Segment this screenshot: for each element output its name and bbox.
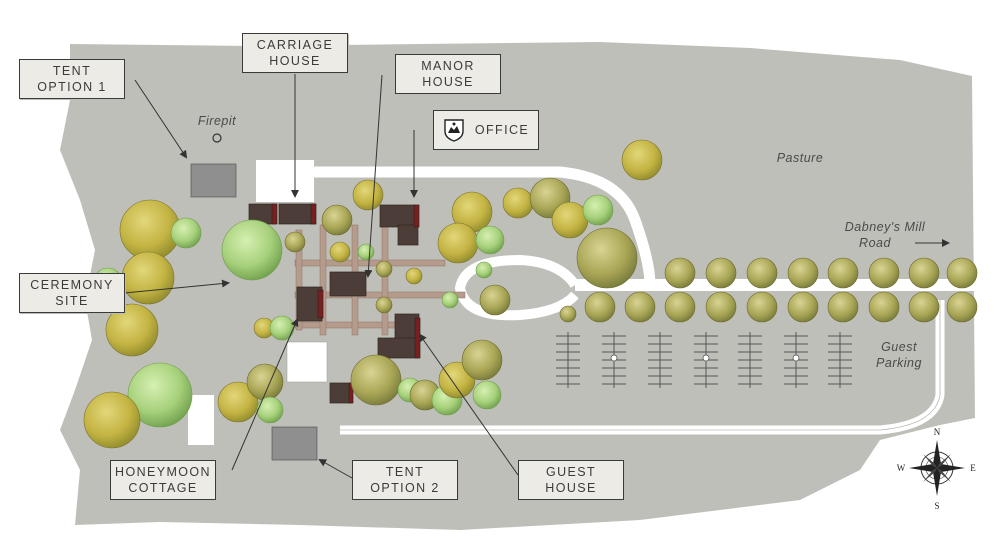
callout-tent-option-2: TENT OPTION 2 xyxy=(352,460,458,500)
label-pasture: Pasture xyxy=(776,151,824,165)
compass-n: N xyxy=(934,427,941,437)
callout-line: OPTION 1 xyxy=(37,80,107,94)
callout-line: HOUSE xyxy=(269,54,321,68)
tent-option-1-pad xyxy=(190,163,237,198)
callout-guest-house: GUEST HOUSE xyxy=(518,460,624,500)
callout-line: COTTAGE xyxy=(128,481,198,495)
firepit-marker xyxy=(212,133,222,143)
callout-line: HONEYMOON xyxy=(115,465,211,479)
driveway-loop xyxy=(454,254,580,321)
side-path xyxy=(188,395,214,445)
compass-e: E xyxy=(970,463,976,473)
callout-line: OPTION 2 xyxy=(370,481,440,495)
callout-line: SITE xyxy=(55,294,89,308)
driveway xyxy=(300,166,656,286)
parking-stalls xyxy=(556,331,853,389)
callout-line: HOUSE xyxy=(422,75,474,89)
callout-tent-option-1: TENT OPTION 1 xyxy=(19,59,125,99)
compass-rose-icon: N S E W xyxy=(897,427,977,511)
callout-office: OFFICE xyxy=(433,110,539,150)
label-dabneys-mill-road: Dabney's Mill Road xyxy=(840,219,930,251)
callout-line: CARRIAGE xyxy=(256,38,334,52)
callout-line: TENT xyxy=(52,64,92,78)
office xyxy=(379,204,417,228)
parking-line-1: Guest xyxy=(881,340,917,354)
callout-manor-house: MANOR HOUSE xyxy=(395,54,501,94)
callout-line: OFFICE xyxy=(474,123,530,137)
label-firepit: Firepit xyxy=(197,114,237,128)
cottage-pad xyxy=(286,341,328,383)
tent-option-2-pad xyxy=(271,426,318,461)
carriage-house-pad xyxy=(256,160,314,202)
office-crest-icon xyxy=(444,119,464,142)
callout-line: CEREMONY xyxy=(30,278,114,292)
compass-w: W xyxy=(897,463,906,473)
callout-line: TENT xyxy=(385,465,425,479)
callout-ceremony-site: CEREMONY SITE xyxy=(19,273,125,313)
manor-house xyxy=(329,271,367,297)
label-guest-parking: Guest Parking xyxy=(868,339,930,371)
callout-line: HOUSE xyxy=(545,481,597,495)
callout-line: MANOR xyxy=(421,59,475,73)
road-line-1: Dabney's Mill xyxy=(844,220,926,234)
buildings xyxy=(248,203,421,404)
callout-carriage-house: CARRIAGE HOUSE xyxy=(242,33,348,73)
road-line-2: Road xyxy=(859,236,891,250)
compass-s: S xyxy=(934,501,939,511)
callout-honeymoon-cottage: HONEYMOON COTTAGE xyxy=(110,460,216,500)
callout-line: GUEST xyxy=(545,465,597,479)
leader-lines xyxy=(124,72,519,479)
parking-line-2: Parking xyxy=(876,356,922,370)
